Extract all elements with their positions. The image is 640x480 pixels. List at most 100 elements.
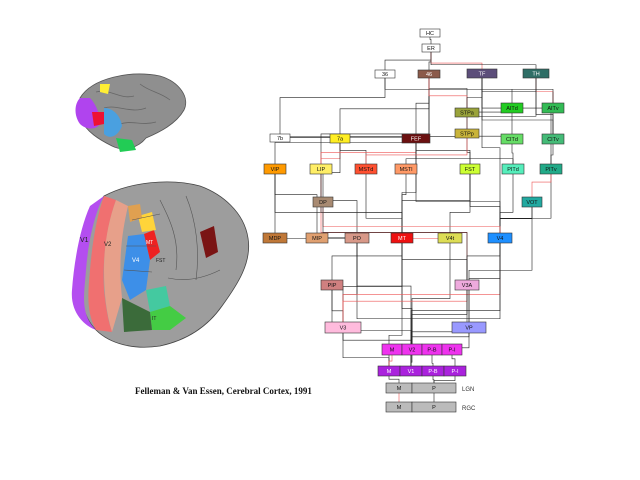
area-box-v4: V4: [487, 232, 513, 244]
brain-lateral-sulci: [95, 83, 171, 125]
connection-46-VIP: [274, 78, 430, 164]
brain-lateral-red-area: [92, 112, 106, 126]
connection-lines: [274, 37, 554, 402]
area-box-fill: [459, 163, 481, 175]
area-box-fill: [411, 401, 457, 413]
area-box-v2pi: P-I: [441, 343, 463, 356]
connection-PITv-VOT: [531, 174, 552, 197]
area-box-fill: [421, 43, 441, 53]
area-label: M: [397, 386, 402, 392]
area-box-rgcp: P: [411, 401, 457, 413]
area-box-fill: [454, 128, 480, 139]
brain-lateral-yellow-area: [100, 84, 110, 94]
connection-TF-PITv: [481, 78, 552, 164]
flatmap-v4: [122, 234, 150, 300]
connection-TF-V4: [481, 78, 501, 233]
area-label: AITv: [547, 106, 559, 112]
area-box-v2: V2: [401, 343, 423, 356]
connection-PIP-V3: [331, 290, 344, 322]
area-label: V3: [340, 326, 347, 332]
area-box-v2pb: P-B: [421, 343, 443, 356]
connection-LIP-V3A: [320, 174, 468, 280]
connection-MT-V2: [401, 243, 413, 344]
connection-46-STPa: [428, 78, 468, 108]
area-box-tf: TF: [466, 68, 498, 79]
area-box-fill: [390, 232, 414, 244]
area-box-mt: MT: [390, 232, 414, 244]
area-box-7b: 7b: [269, 133, 291, 143]
area-box-fill: [320, 279, 344, 291]
area-box-v3a: V3A: [454, 279, 480, 291]
connection-STPp-MSTd: [365, 138, 468, 164]
flatmap-mt: [144, 230, 160, 260]
area-label: VP: [465, 326, 473, 332]
area-box-fill: [329, 133, 351, 144]
area-box-v1: V1: [399, 365, 423, 377]
brain-lateral-view: [75, 73, 186, 152]
connection-V3A-V2: [411, 290, 468, 344]
connection-46-STPp: [428, 78, 468, 129]
area-label: CITd: [506, 137, 518, 143]
area-label: M: [390, 348, 395, 354]
connection-46-7a: [339, 78, 430, 134]
area-label: 36: [382, 72, 388, 78]
area-box-fill: [417, 69, 441, 79]
connection-V2PI-V1PI: [451, 355, 456, 366]
area-box-vot: VOT: [521, 196, 543, 208]
area-label: V3A: [462, 283, 473, 289]
area-box-fill: [443, 365, 467, 377]
connection-7a-MSTd: [339, 143, 367, 164]
area-box-fill: [539, 163, 563, 175]
area-label: STPa: [460, 111, 475, 117]
connection-FEF-MSTl: [405, 143, 417, 164]
connection-DP-V4: [322, 207, 501, 233]
flatmap: V1 V2 V4 MT FST IT: [71, 181, 250, 348]
area-label: PITv: [545, 167, 557, 173]
connection-FEF-FST: [415, 143, 471, 164]
area-box-fill: [441, 343, 463, 356]
flatmap-parietal-yellow: [138, 212, 156, 232]
area-label: MSTl: [400, 167, 413, 173]
connection-FST-V4t: [449, 174, 471, 233]
area-box-er: ER: [421, 43, 441, 53]
area-box-dp: DP: [312, 196, 334, 208]
connection-7a-LIP: [320, 143, 341, 164]
area-box-fill: [401, 133, 431, 144]
area-box-fill: [451, 321, 487, 334]
flatmap-parietal-orange: [128, 204, 142, 222]
area-box-fill: [419, 28, 441, 38]
area-label: MSTd: [359, 167, 374, 173]
area-box-v1m: M: [377, 365, 401, 377]
area-box-lip: LIP: [309, 163, 333, 175]
area-box-fill: [324, 321, 362, 334]
area-box-fill: [541, 102, 565, 114]
area-box-pitv: PITv: [539, 163, 563, 175]
side-labels: LGN RGC: [462, 387, 476, 412]
area-label: P-I: [451, 369, 459, 375]
connection-MSTd-MT: [365, 174, 403, 233]
area-box-fill: [437, 232, 463, 244]
connection-FEF-LIP: [320, 143, 417, 164]
area-box-fill: [354, 163, 378, 175]
figure-caption: Felleman & Van Essen, Cerebral Cortex, 1…: [135, 386, 312, 396]
connection-46-LIP: [320, 78, 430, 164]
flatmap-v3: [104, 200, 128, 332]
area-label: P-B: [427, 348, 437, 354]
connection-FEF-V4: [415, 143, 501, 233]
area-label: P: [432, 386, 436, 392]
connection-V2-V1: [410, 355, 413, 366]
area-box-fill: [487, 232, 513, 244]
connection-STPp-FST: [466, 138, 471, 164]
connection-VOT-V4: [499, 207, 533, 233]
flatmap-label-fst: FST: [156, 258, 165, 264]
flatmap-label-v1: V1: [80, 237, 89, 244]
area-box-fill: [454, 107, 480, 118]
area-box-fill: [269, 133, 291, 143]
area-box-fill: [394, 163, 418, 175]
connection-MSTl-MT: [401, 174, 407, 233]
area-box-fill: [312, 196, 334, 208]
area-box-mstl: MSTl: [394, 163, 418, 175]
